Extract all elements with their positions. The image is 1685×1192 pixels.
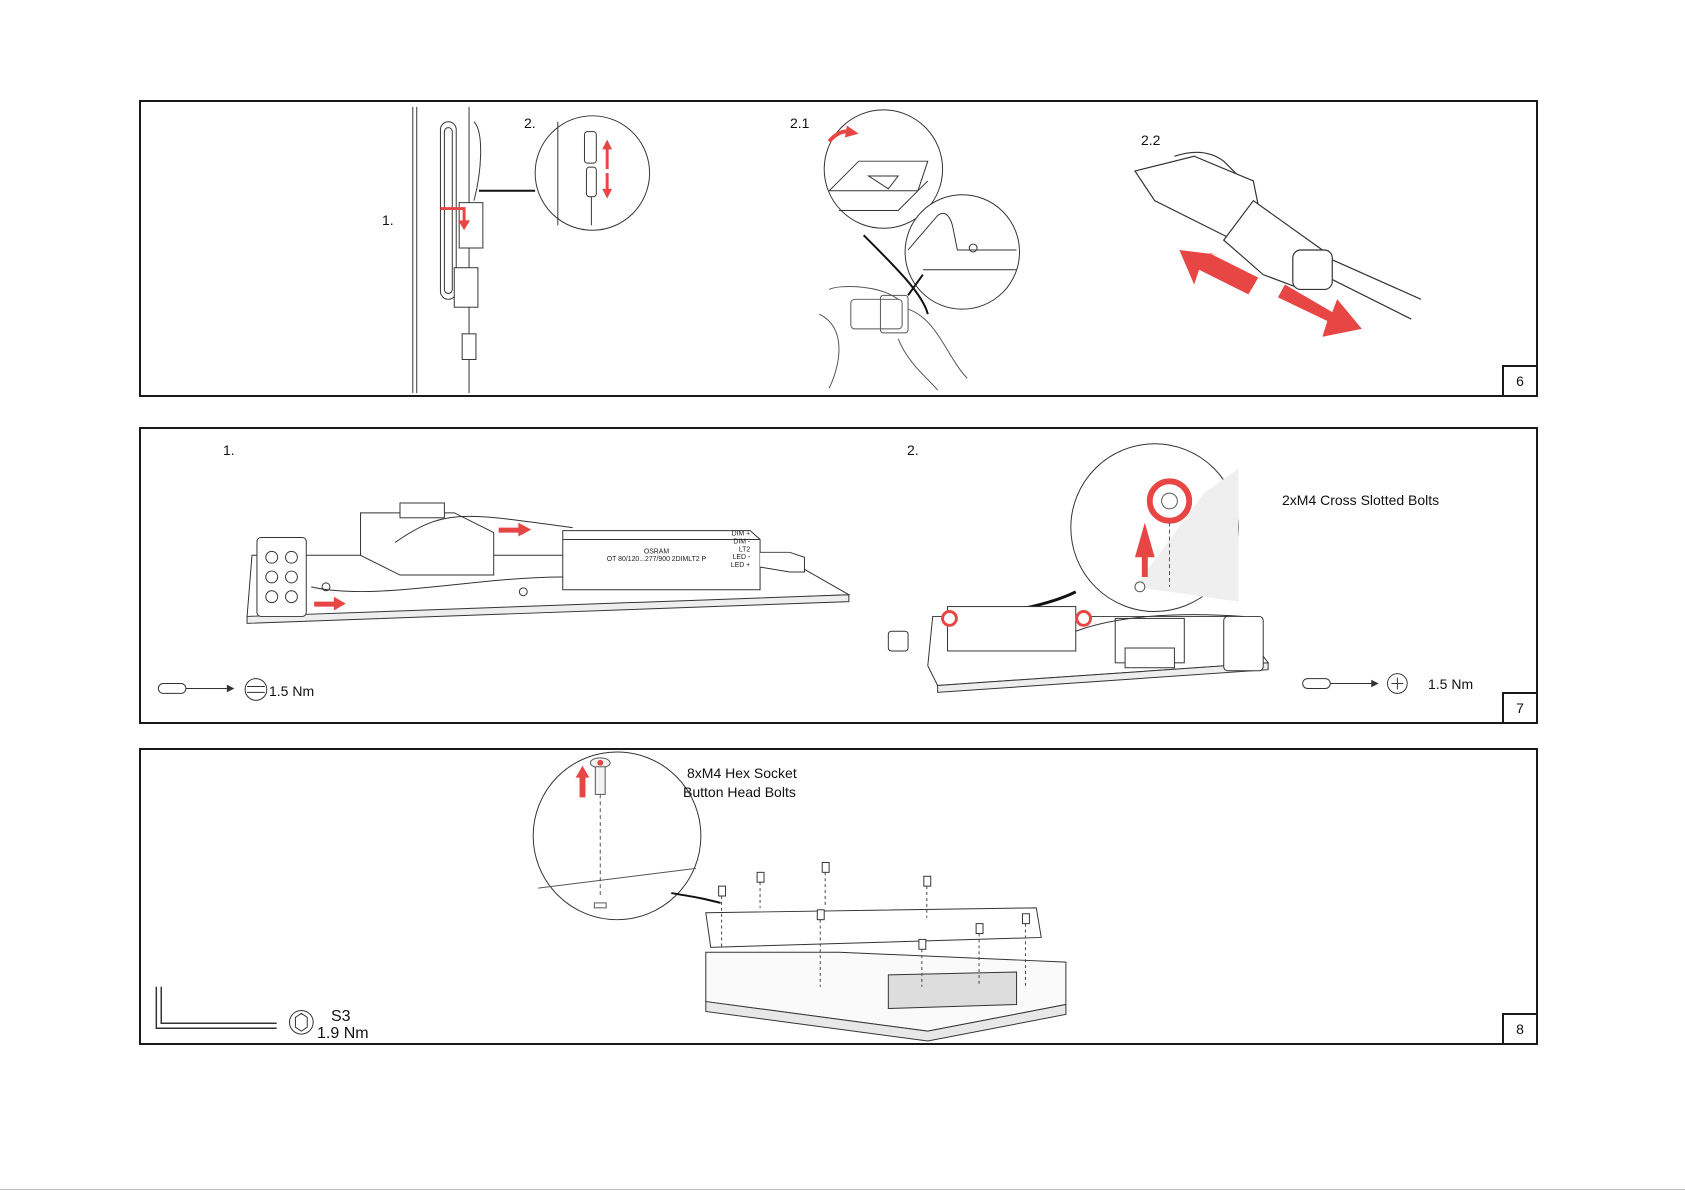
wrench-size-label: S3 — [331, 1008, 351, 1026]
cross-head-icon — [1388, 674, 1408, 694]
step-panel-7: OSRAM OT 80/120...277/900 2DIMLT2 P DIM … — [139, 427, 1538, 724]
panel-number-7: 7 — [1502, 692, 1536, 722]
torque-label-right: 1.5 Nm — [1428, 676, 1473, 692]
step-panel-6: 1. 2. 2.1 2.2 6 — [139, 100, 1538, 397]
svg-text:DIM -: DIM - — [733, 538, 750, 545]
zoom-circle-latch-detail — [905, 195, 1019, 309]
svg-text:DIM +: DIM + — [732, 531, 751, 538]
panel-8-illustration — [141, 750, 1536, 1043]
step-label-2-1: 2.1 — [790, 115, 809, 131]
torque-label: 1.9 Nm — [317, 1025, 369, 1043]
bolts-label-line1: 8xM4 Hex Socket — [687, 765, 797, 781]
svg-text:LT2: LT2 — [739, 546, 751, 553]
torque-label-left: 1.5 Nm — [269, 683, 314, 699]
fixture-housing — [706, 908, 1066, 1041]
red-arrow-right-1 — [499, 523, 532, 537]
zoom-circle-connector — [535, 116, 649, 230]
step-label-2-2: 2.2 — [1141, 132, 1160, 148]
connector-separated — [1135, 152, 1421, 319]
svg-text:LED -: LED - — [733, 554, 751, 561]
step-panel-8: 8xM4 Hex Socket Button Head Bolts S3 1.9… — [139, 748, 1538, 1045]
panel-6-illustration — [141, 102, 1536, 395]
step-label-2: 2. — [907, 442, 919, 458]
svg-text:OSRAM: OSRAM — [644, 548, 670, 555]
panel-number-6: 6 — [1502, 365, 1536, 395]
slotted-head-icon — [245, 679, 267, 701]
svg-text:LED +: LED + — [731, 562, 750, 569]
svg-text:OT 80/120...277/900 2DIMLT2 P: OT 80/120...277/900 2DIMLT2 P — [607, 556, 707, 563]
hex-socket-icon — [289, 1010, 313, 1034]
panel-7-illustration: OSRAM OT 80/120...277/900 2DIMLT2 P DIM … — [141, 429, 1536, 722]
bolts-label-line2: Button Head Bolts — [683, 784, 796, 800]
step-label-1: 1. — [223, 442, 235, 458]
step-label-2: 2. — [524, 115, 536, 131]
cross-screwdriver-icon — [1303, 679, 1378, 689]
mounting-rail — [413, 107, 469, 393]
slotted-screwdriver-icon — [158, 684, 233, 694]
step-label-1: 1. — [382, 212, 394, 228]
page-bottom-rule — [0, 1189, 1685, 1190]
hex-key-icon — [156, 987, 276, 1028]
red-arrow-right — [1278, 285, 1362, 337]
bolts-label: 2xM4 Cross Slotted Bolts — [1282, 492, 1439, 508]
panel-number-8: 8 — [1502, 1013, 1536, 1043]
